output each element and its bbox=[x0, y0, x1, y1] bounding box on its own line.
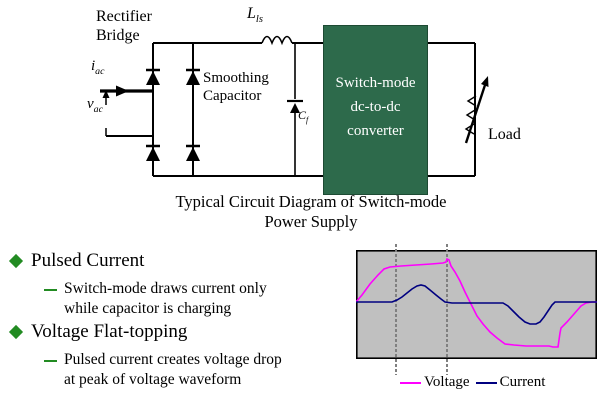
smoothing-line2: Capacitor bbox=[203, 88, 262, 104]
caption-line1: Typical Circuit Diagram of Switch-mode bbox=[175, 192, 447, 211]
bullet-sub-pulsed-current: Switch-mode draws current only while cap… bbox=[64, 279, 267, 319]
inductor-label: Lls bbox=[247, 5, 263, 27]
vac-label-sub: ac bbox=[93, 104, 103, 115]
caption-line2: Power Supply bbox=[264, 212, 358, 231]
diode-top-left bbox=[146, 68, 160, 85]
cf-label-sub: f bbox=[306, 115, 309, 125]
vac-label-main: v bbox=[87, 96, 94, 112]
chart-legend: Voltage Current bbox=[400, 374, 545, 391]
iac-label-sub: ac bbox=[95, 66, 105, 77]
load-label: Load bbox=[488, 126, 521, 143]
bullet-sub-line: Pulsed current creates voltage drop bbox=[64, 351, 282, 368]
converter-line3: converter bbox=[347, 123, 404, 139]
ac-input-current-arrow bbox=[100, 85, 152, 97]
dash-bullet-icon bbox=[44, 360, 57, 362]
rectifier-bridge-label: Rectifier Bridge bbox=[96, 8, 152, 46]
converter-box: Switch-mode dc-to-dc converter bbox=[323, 25, 428, 195]
bullet-title-voltage-flat-topping: Voltage Flat-topping bbox=[31, 321, 188, 342]
rectifier-bridge-line2: Bridge bbox=[96, 26, 140, 44]
waveform-current bbox=[356, 284, 597, 325]
iac-label-main: i bbox=[91, 58, 96, 74]
variable-load-symbol bbox=[464, 76, 489, 144]
diode-top-right bbox=[186, 68, 200, 85]
diode-bottom-left bbox=[146, 144, 160, 161]
inductor-label-main: L bbox=[247, 5, 256, 22]
converter-line2: dc-to-dc bbox=[350, 99, 401, 115]
diode-bottom-right bbox=[186, 144, 200, 161]
voltage-legend-label: Voltage bbox=[424, 374, 470, 390]
converter-line1: Switch-mode bbox=[335, 75, 416, 91]
capacitor-cf-label: Cf bbox=[298, 108, 308, 125]
smoothing-line1: Smoothing bbox=[203, 70, 269, 86]
inductor-label-sub: ls bbox=[255, 14, 263, 26]
waveform-voltage bbox=[356, 257, 597, 348]
iac-label: iac bbox=[91, 58, 105, 78]
circuit-caption: Typical Circuit Diagram of Switch-mode P… bbox=[128, 192, 494, 232]
rectifier-bridge-line1: Rectifier bbox=[96, 8, 152, 25]
ac-voltage-polarity-arrow bbox=[102, 90, 110, 105]
bullet-sub-line: at peak of voltage waveform bbox=[64, 371, 242, 388]
inductor-coil bbox=[261, 35, 293, 46]
diamond-bullet-icon bbox=[8, 324, 24, 340]
vac-label: vac bbox=[87, 96, 103, 116]
dash-bullet-icon bbox=[44, 289, 57, 291]
bullet-title-pulsed-current: Pulsed Current bbox=[31, 250, 145, 271]
cf-label-main: C bbox=[298, 108, 307, 122]
current-legend-swatch bbox=[475, 381, 497, 384]
smoothing-capacitor-symbol bbox=[287, 43, 303, 176]
bullet-sub-line: Switch-mode draws current only bbox=[64, 280, 267, 297]
voltage-legend-swatch bbox=[400, 381, 421, 384]
diamond-bullet-icon bbox=[8, 253, 24, 269]
bullet-sub-voltage-flat-topping: Pulsed current creates voltage drop at p… bbox=[64, 350, 282, 390]
current-legend-label: Current bbox=[499, 374, 546, 390]
smoothing-capacitor-label: Smoothing Capacitor bbox=[203, 69, 269, 105]
waveform-plot bbox=[356, 244, 597, 375]
bullet-sub-line: while capacitor is charging bbox=[64, 300, 232, 317]
circuit-diagram bbox=[100, 35, 489, 177]
